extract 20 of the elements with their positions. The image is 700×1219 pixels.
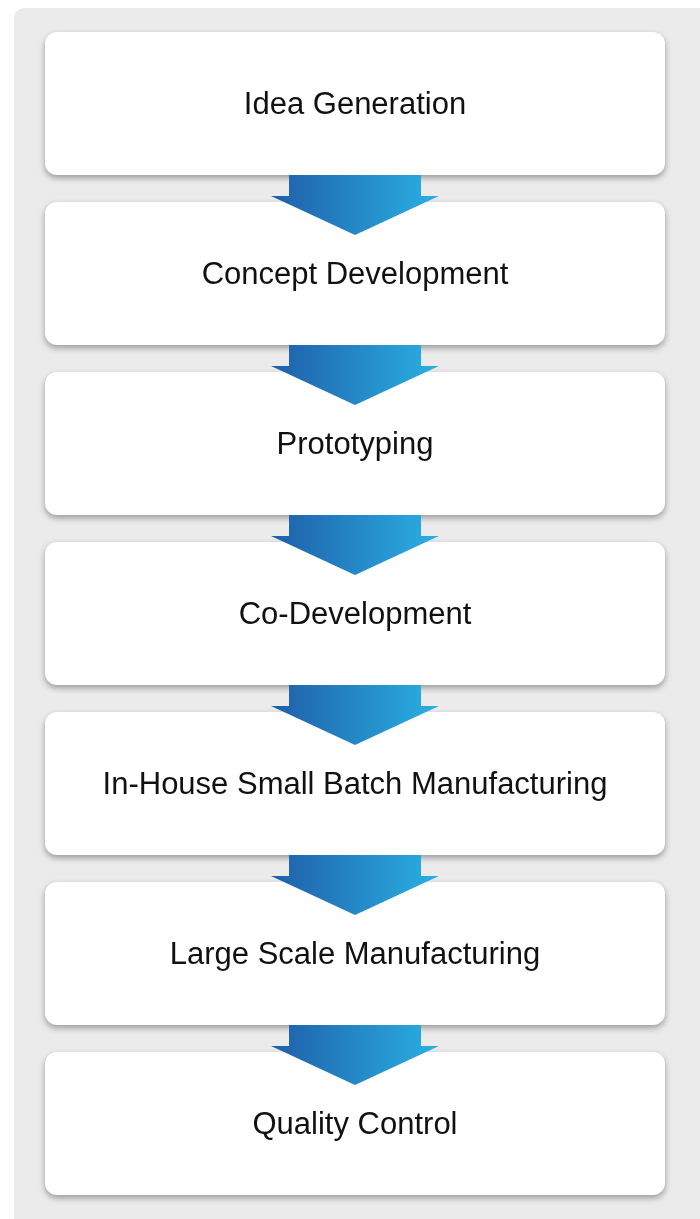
step-label: Large Scale Manufacturing	[169, 935, 541, 972]
arrow	[271, 685, 439, 745]
step-label: Quality Control	[252, 1105, 458, 1142]
arrow	[271, 345, 439, 405]
process-box	[45, 712, 665, 855]
arrow	[271, 1025, 439, 1085]
process-box	[45, 1052, 665, 1195]
process-box	[45, 882, 665, 1025]
process-box	[45, 542, 665, 685]
step-label: In-House Small Batch Manufacturing	[102, 765, 608, 802]
arrow	[271, 515, 439, 575]
step-label: Co-Development	[238, 595, 472, 632]
process-box	[45, 202, 665, 345]
step-label: Prototyping	[276, 425, 434, 462]
step-label: Idea Generation	[243, 85, 467, 122]
step-label: Concept Development	[201, 255, 509, 292]
process-box	[45, 32, 665, 175]
arrow	[271, 855, 439, 915]
process-box	[45, 372, 665, 515]
arrow	[271, 175, 439, 235]
